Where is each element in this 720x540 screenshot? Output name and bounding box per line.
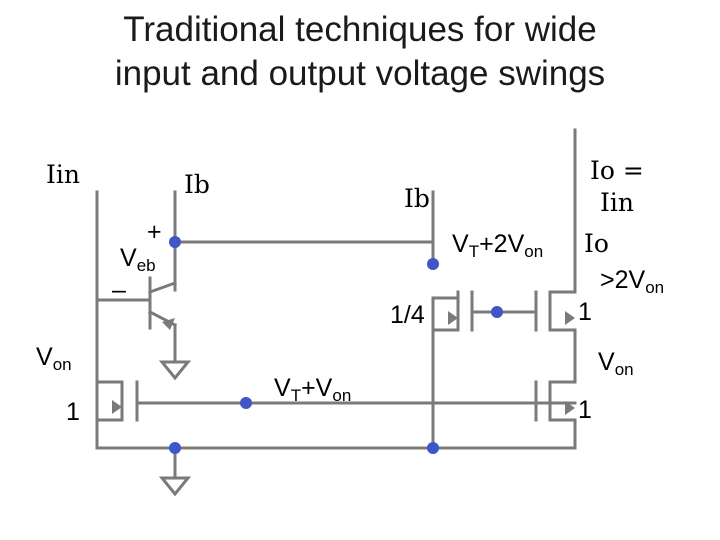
node-cascode-gate: [491, 306, 503, 318]
bjt-emitter-arrow: [162, 318, 175, 330]
label-ib-right: Ib: [404, 184, 430, 213]
label-io-equals-iin: Iin: [600, 188, 634, 217]
label-vt-2von: VT+2Von: [452, 230, 544, 261]
wires: [95, 128, 577, 480]
m4-arrow: [565, 401, 575, 415]
label-von-right: Von: [598, 348, 634, 379]
label-ratio-one-bottom: 1: [578, 396, 592, 424]
grounds: [158, 360, 192, 497]
title-line-2: input and output voltage swings: [114, 54, 606, 93]
label-vt-von-sub: on: [332, 386, 352, 405]
node-rail-ground: [169, 442, 181, 454]
title-line-1: Traditional techniques for wide: [123, 10, 597, 49]
slide-title: Traditional techniques for wide input an…: [0, 8, 720, 96]
label-veb-sub: eb: [136, 256, 156, 275]
label-io-min: >2Von: [600, 266, 665, 297]
label-von-left: Von: [36, 343, 72, 374]
label-ratio-one-top: 1: [578, 298, 592, 326]
label-vt-2von-t: T: [468, 242, 480, 261]
label-io-min-sub: on: [645, 278, 665, 297]
label-vt-2von-sub: on: [524, 242, 544, 261]
label-veb-main: V: [120, 244, 137, 272]
label-von-right-sub: on: [614, 360, 634, 379]
bjt-collector-leg: [148, 281, 177, 294]
label-io: Io: [584, 229, 609, 258]
node-rail-mid: [427, 442, 439, 454]
ground-symbol-bjt: [158, 360, 192, 381]
label-vt-2von-rest: +2V: [479, 230, 525, 258]
nodes: [169, 236, 503, 454]
arrows: [112, 311, 575, 415]
m2-arrow: [448, 311, 458, 325]
label-veb-minus: –: [112, 276, 126, 304]
label-vt-von-v: V: [274, 374, 291, 402]
label-ratio-quarter: 1/4: [390, 301, 425, 329]
node-bias: [169, 236, 181, 248]
label-ratio-one-left: 1: [66, 398, 80, 426]
label-io-min-main: >2V: [600, 266, 646, 294]
label-veb-plus: +: [147, 218, 162, 246]
label-io-equals: Io =: [590, 156, 644, 185]
ground-symbol-rail: [158, 476, 192, 497]
m1-arrow: [112, 400, 122, 414]
label-von-left-v: V: [36, 343, 53, 371]
label-vt-2von-v: V: [452, 230, 469, 258]
label-iin: Iin: [46, 160, 80, 189]
node-vt-von: [240, 397, 252, 409]
node-vt-2von: [427, 258, 439, 270]
m3-arrow: [565, 311, 575, 325]
label-vt-von: VT+Von: [274, 374, 352, 405]
label-von-right-v: V: [598, 348, 615, 376]
label-vt-von-t: T: [290, 386, 302, 405]
label-von-left-sub: on: [52, 355, 72, 374]
label-veb: Veb: [120, 244, 156, 275]
label-ib-left: Ib: [184, 170, 210, 199]
label-vt-von-rest: +V: [301, 374, 333, 402]
